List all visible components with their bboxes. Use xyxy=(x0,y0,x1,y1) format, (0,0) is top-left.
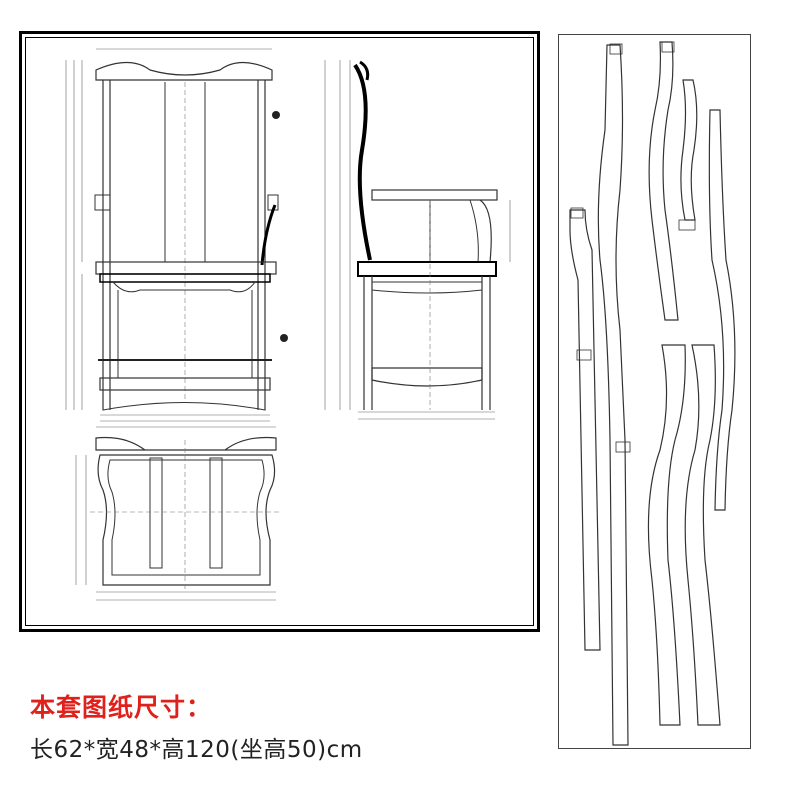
template-piece xyxy=(597,44,629,746)
caption-title: 本套图纸尺寸： xyxy=(30,693,213,722)
template-piece xyxy=(648,41,679,321)
side-view-drawing xyxy=(324,60,511,420)
template-piece xyxy=(680,79,698,221)
template-sheet-frame xyxy=(558,34,751,749)
template-piece xyxy=(569,209,601,651)
drawing-sheet-frame xyxy=(19,31,540,632)
template-pieces xyxy=(569,41,736,746)
top-view-drawing xyxy=(75,426,282,601)
template-piece xyxy=(647,344,686,726)
front-view-drawing xyxy=(65,48,288,422)
drawing-sheet-inner-border xyxy=(25,37,534,626)
template-piece xyxy=(708,109,736,511)
caption-dimensions: 长62*宽48*高120(坐高50)cm xyxy=(30,737,363,763)
template-piece xyxy=(684,344,721,726)
